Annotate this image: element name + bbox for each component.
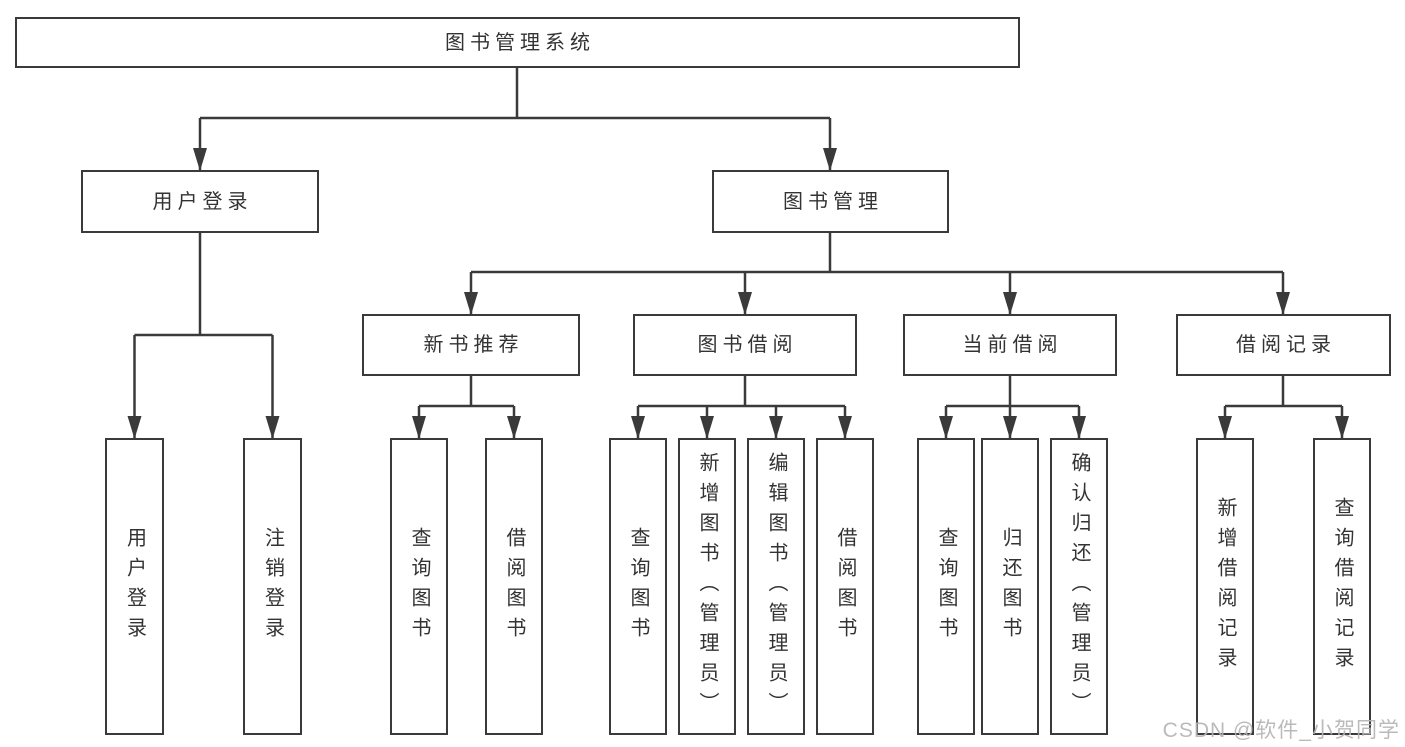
leaf-query-books-2: 查询图书 — [609, 438, 667, 735]
node-user-login: 用户登录 — [81, 170, 319, 233]
leaf-query-books-3: 查询图书 — [917, 438, 975, 735]
leaf-query-borrow-record: 查询借阅记录 — [1313, 438, 1371, 735]
csdn-watermark: CSDN @软件_小贺同学 — [1162, 719, 1400, 742]
leaf-add-borrow-record: 新增借阅记录 — [1196, 438, 1254, 735]
leaf-query-books-1: 查询图书 — [390, 438, 448, 735]
node-borrow-records: 借阅记录 — [1176, 314, 1391, 376]
leaf-borrow-books-2: 借阅图书 — [816, 438, 874, 735]
leaf-user-login: 用户登录 — [105, 438, 164, 735]
leaf-edit-books-admin: 编辑图书（管理员） — [747, 438, 805, 735]
node-new-book-recommend: 新书推荐 — [362, 314, 580, 376]
node-root-system: 图书管理系统 — [15, 17, 1020, 68]
leaf-borrow-books-1: 借阅图书 — [485, 438, 543, 735]
leaf-logout: 注销登录 — [243, 438, 302, 735]
leaf-return-books: 归还图书 — [981, 438, 1039, 735]
leaf-confirm-return-admin: 确认归还（管理员） — [1050, 438, 1108, 735]
node-current-borrow: 当前借阅 — [903, 314, 1117, 376]
node-book-management: 图书管理 — [712, 170, 949, 233]
node-book-borrow: 图书借阅 — [633, 314, 857, 376]
leaf-add-books-admin: 新增图书（管理员） — [678, 438, 736, 735]
